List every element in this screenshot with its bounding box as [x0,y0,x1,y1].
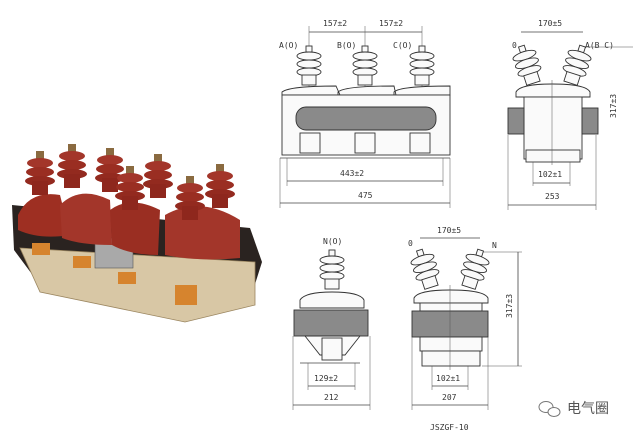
mount-width-dimension: 443±2 [340,169,364,178]
terminal-label: C(O) [393,41,412,50]
terminal-label: 0 [408,239,413,248]
terminal-label: A(B C) [585,41,614,50]
spacing-dimension: 170±5 [437,226,461,235]
terminal-plate [73,256,91,268]
terminal-label: 0 [512,41,517,50]
height-dimension: 317±3 [609,94,618,118]
side-view-drawing: 170±5 0 A(B C) 317±3 102±1 253 [507,19,633,210]
mount-width-dimension: 102±1 [538,170,562,179]
terminal-plate [118,272,136,284]
spacing-dimension: 170±5 [538,19,562,28]
terminal-label: A(O) [279,41,298,50]
model-label: JSZGF-10 [430,423,469,432]
terminal-label: N(O) [323,237,342,246]
overall-width-dimension: 207 [442,393,457,402]
wechat-icon [538,401,561,417]
terminal-plate [32,243,50,255]
front-view-drawing: 157±2 157±2 A(O) B(O) C(O) 443±2 475 [279,19,451,208]
terminal-plate [175,285,197,305]
terminal-label: B(O) [337,41,356,50]
mount-width-dimension: 102±1 [436,374,460,383]
watermark: 电气圈 [538,401,609,417]
spacing-dimension: 157±2 [379,19,403,28]
overall-width-dimension: 475 [358,191,373,200]
single-phase-side-drawing: 170±5 0 N 317±3 102±1 207 [407,226,522,410]
single-phase-front-drawing: N(O) 129±2 212 [292,237,371,410]
product-photo [12,144,262,323]
spacing-dimension: 157±2 [323,19,347,28]
overall-width-dimension: 253 [545,192,560,201]
overall-width-dimension: 212 [324,393,339,402]
height-dimension: 317±3 [505,294,514,318]
terminal-label: N [492,241,497,250]
mount-width-dimension: 129±2 [314,374,338,383]
watermark-text: 电气圈 [567,401,609,417]
